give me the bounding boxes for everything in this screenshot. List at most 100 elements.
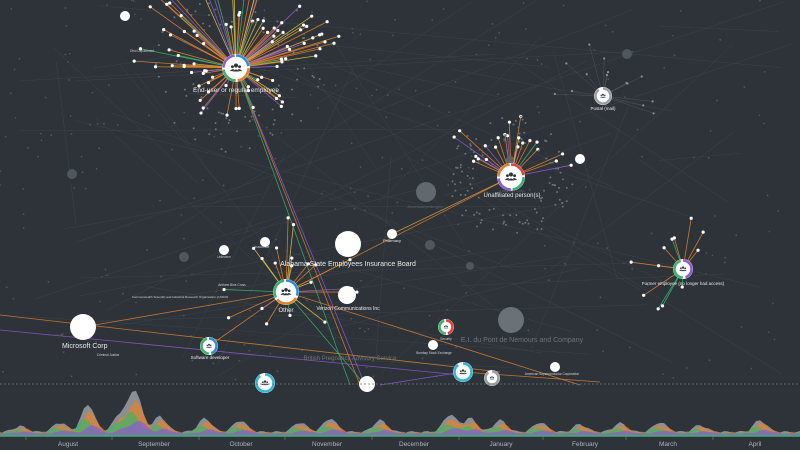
- leaf-node[interactable]: [179, 13, 183, 18]
- leaf-node[interactable]: [291, 88, 294, 91]
- leaf-node[interactable]: [271, 78, 275, 83]
- leaf-node[interactable]: [562, 178, 565, 181]
- leaf-node[interactable]: [528, 139, 532, 143]
- leaf-node[interactable]: [253, 110, 256, 113]
- leaf-node[interactable]: [550, 161, 553, 164]
- org-node-linkedin[interactable]: [506, 156, 514, 164]
- leaf-node[interactable]: [229, 25, 233, 29]
- leaf-node[interactable]: [454, 189, 457, 192]
- org-node-s8[interactable]: [120, 11, 130, 21]
- leaf-node[interactable]: [199, 111, 203, 115]
- leaf-node[interactable]: [554, 167, 557, 170]
- leaf-node[interactable]: [501, 117, 504, 120]
- leaf-node[interactable]: [535, 140, 539, 144]
- leaf-node[interactable]: [291, 113, 294, 116]
- leaf-node[interactable]: [536, 228, 539, 231]
- org-label-pharmacy[interactable]: Pharmacy: [383, 238, 401, 243]
- leaf-node[interactable]: [260, 306, 264, 311]
- leaf-node[interactable]: [291, 223, 296, 227]
- org-node-s2[interactable]: [260, 237, 270, 247]
- leaf-node[interactable]: [222, 287, 226, 292]
- org-node-faint1[interactable]: [622, 49, 632, 59]
- leaf-node[interactable]: [660, 304, 665, 308]
- leaf-node[interactable]: [148, 5, 152, 9]
- leaf-node[interactable]: [286, 33, 289, 36]
- leaf-node[interactable]: [260, 256, 264, 261]
- leaf-node[interactable]: [505, 223, 508, 226]
- leaf-node[interactable]: [478, 212, 481, 215]
- leaf-node[interactable]: [296, 78, 299, 81]
- leaf-node[interactable]: [238, 10, 242, 15]
- small-label-9[interactable]: Bombay Stock Exchange: [416, 351, 452, 355]
- small-label-3[interactable]: Anthem Blue Cross: [218, 283, 246, 287]
- leaf-node[interactable]: [476, 157, 480, 161]
- leaf-node[interactable]: [237, 13, 241, 17]
- leaf-node[interactable]: [456, 167, 459, 170]
- leaf-node[interactable]: [325, 20, 329, 24]
- leaf-node[interactable]: [157, 44, 160, 47]
- leaf-node[interactable]: [179, 63, 182, 66]
- leaf-node[interactable]: [254, 11, 257, 14]
- leaf-node[interactable]: [461, 214, 464, 217]
- small-label-8[interactable]: Ohio Department: [130, 49, 154, 53]
- leaf-node[interactable]: [272, 26, 276, 30]
- leaf-node[interactable]: [272, 123, 275, 126]
- leaf-node[interactable]: [570, 89, 574, 93]
- leaf-node[interactable]: [194, 138, 197, 141]
- leaf-node[interactable]: [192, 127, 195, 130]
- leaf-node[interactable]: [224, 22, 228, 26]
- leaf-node[interactable]: [277, 43, 280, 46]
- leaf-node[interactable]: [246, 88, 251, 93]
- leaf-node[interactable]: [456, 147, 459, 150]
- leaf-node[interactable]: [540, 227, 543, 230]
- leaf-node[interactable]: [503, 220, 506, 223]
- leaf-node[interactable]: [198, 98, 202, 102]
- org-node-s1[interactable]: [219, 245, 229, 255]
- leaf-node[interactable]: [202, 42, 206, 46]
- leaf-node[interactable]: [251, 112, 254, 115]
- leaf-node[interactable]: [629, 260, 633, 264]
- leaf-node[interactable]: [471, 177, 474, 180]
- leaf-node[interactable]: [280, 100, 284, 104]
- leaf-node[interactable]: [521, 141, 525, 145]
- leaf-node[interactable]: [290, 256, 294, 260]
- leaf-node[interactable]: [227, 121, 230, 124]
- leaf-node[interactable]: [640, 75, 643, 78]
- hub-label-former[interactable]: Former employee (no longer had access): [642, 281, 725, 286]
- leaf-node[interactable]: [549, 133, 552, 136]
- org-node-s7[interactable]: [550, 362, 560, 372]
- leaf-node[interactable]: [355, 290, 359, 294]
- leaf-node[interactable]: [541, 196, 544, 199]
- leaf-node[interactable]: [286, 216, 290, 220]
- leaf-node[interactable]: [460, 170, 463, 173]
- org-node-pharmacy[interactable]: [387, 229, 397, 239]
- leaf-node[interactable]: [224, 83, 228, 88]
- leaf-node[interactable]: [276, 20, 279, 23]
- leaf-node[interactable]: [518, 221, 521, 224]
- leaf-node[interactable]: [288, 313, 292, 317]
- leaf-node[interactable]: [270, 40, 274, 44]
- leaf-node[interactable]: [176, 53, 180, 58]
- leaf-node[interactable]: [262, 31, 265, 34]
- leaf-node[interactable]: [274, 96, 279, 101]
- leaf-node[interactable]: [527, 222, 530, 225]
- leaf-node[interactable]: [458, 129, 462, 133]
- leaf-node[interactable]: [314, 54, 318, 58]
- leaf-node[interactable]: [316, 44, 319, 47]
- leaf-node[interactable]: [480, 219, 483, 222]
- leaf-node[interactable]: [189, 70, 194, 75]
- hub-label-software[interactable]: Software developer: [191, 355, 230, 360]
- leaf-node[interactable]: [348, 258, 352, 262]
- leaf-node[interactable]: [554, 184, 557, 187]
- org-node-verizon[interactable]: [338, 286, 356, 304]
- org-node-faint2[interactable]: [67, 169, 77, 179]
- month-label-october[interactable]: October: [229, 441, 253, 448]
- leaf-node[interactable]: [185, 94, 188, 97]
- leaf-node[interactable]: [507, 120, 511, 124]
- leaf-node[interactable]: [559, 171, 562, 174]
- leaf-node[interactable]: [235, 130, 238, 133]
- leaf-node[interactable]: [277, 94, 282, 98]
- leaf-node[interactable]: [204, 69, 208, 73]
- leaf-node[interactable]: [469, 143, 472, 146]
